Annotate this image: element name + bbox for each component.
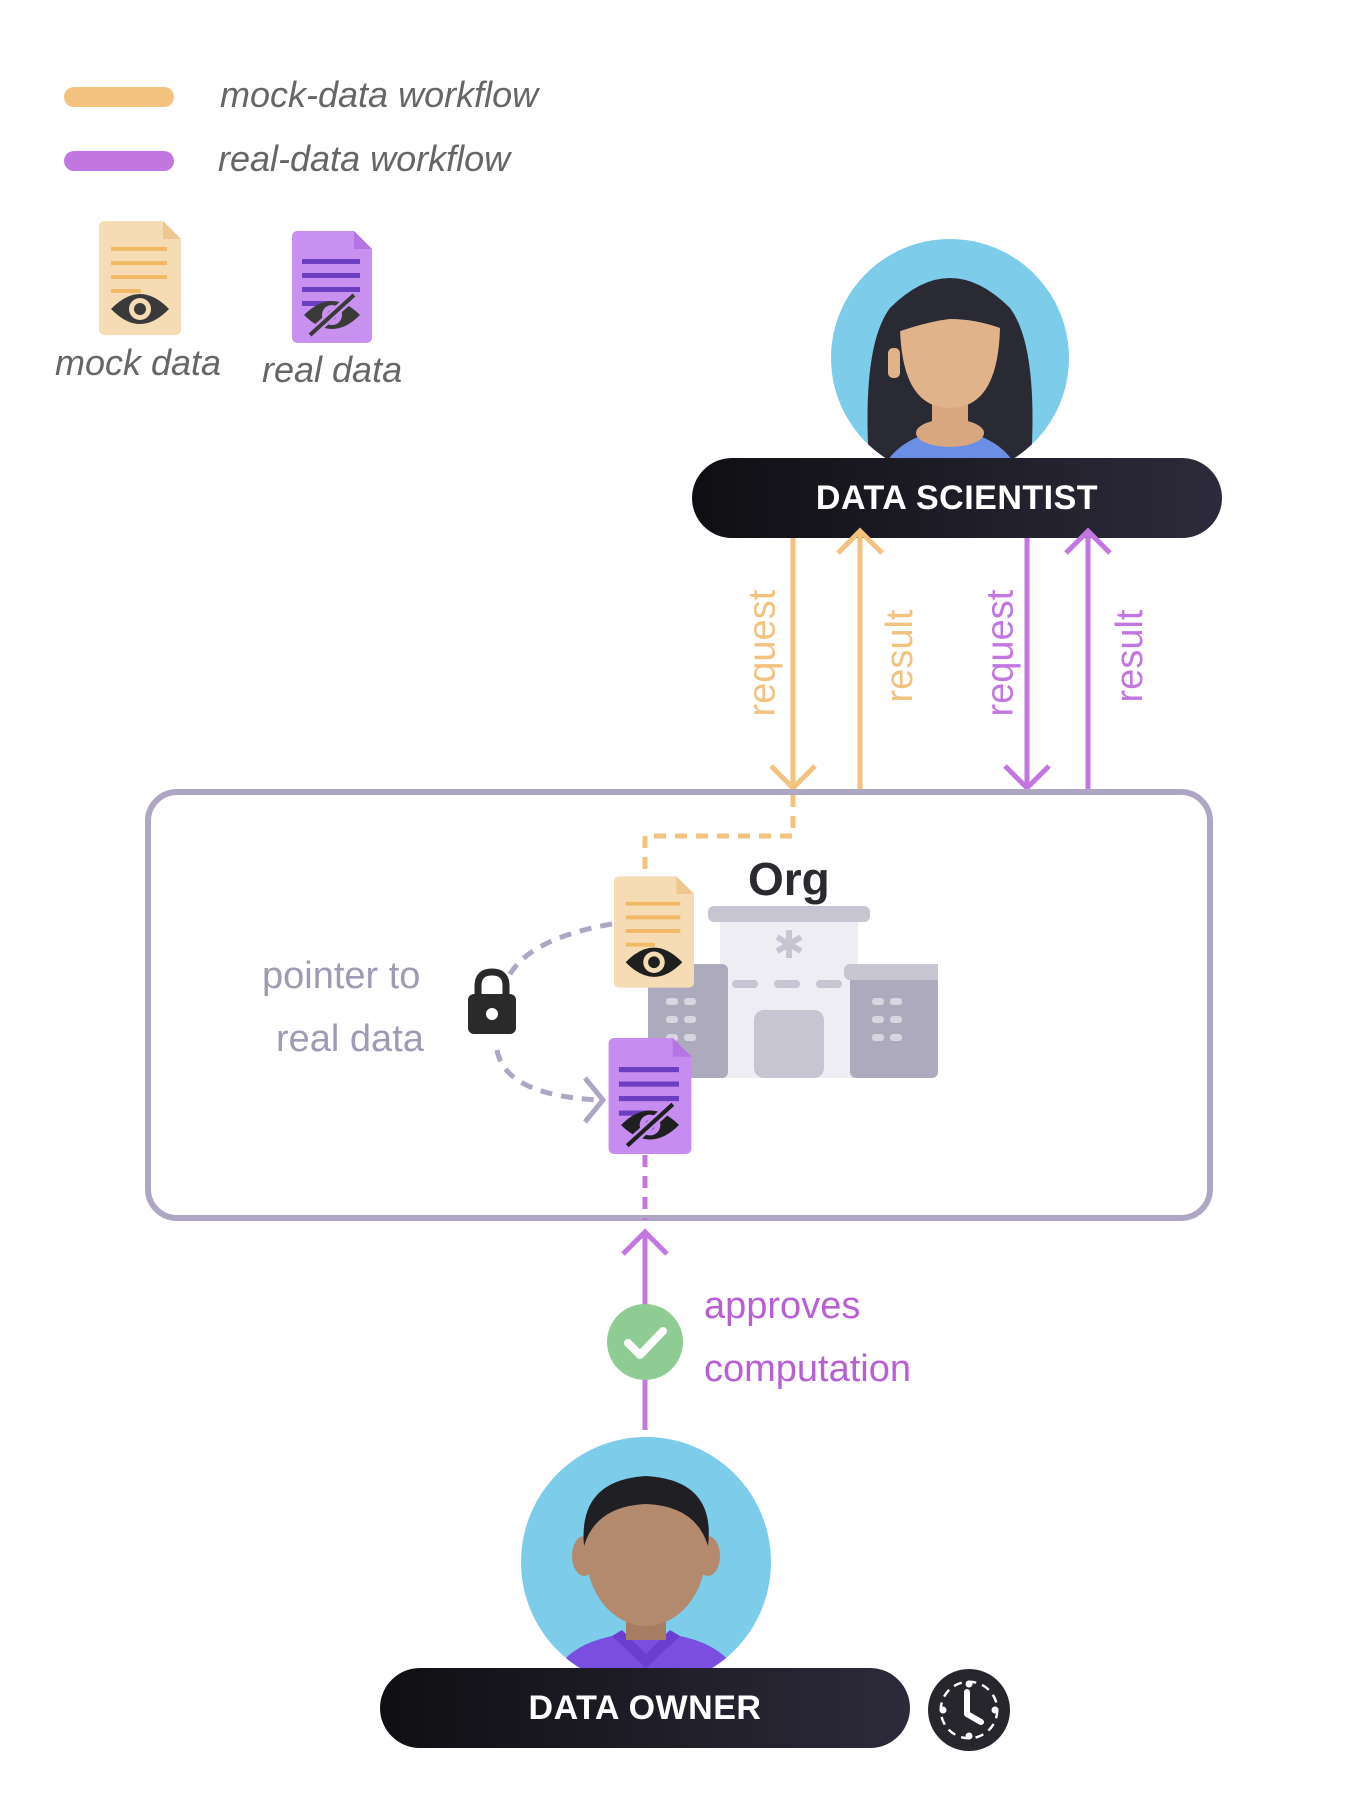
- mock-workflow-swatch: [64, 87, 174, 107]
- building-icon: ✱: [648, 906, 938, 1078]
- data-scientist-badge: DATA SCIENTIST: [692, 458, 1222, 538]
- pointer-label-line1: pointer to: [262, 955, 421, 997]
- org-title: Org: [748, 853, 830, 905]
- org-mock-document-eye-icon: [614, 876, 694, 988]
- real-request-arrow: [1003, 538, 1051, 792]
- real-document-eye-slash-icon: [292, 231, 372, 343]
- data-owner-badge: DATA OWNER: [380, 1668, 910, 1748]
- check-circle-icon: [607, 1304, 683, 1380]
- approval-label-line1: approves: [704, 1285, 861, 1327]
- data-owner-label: DATA OWNER: [528, 1688, 762, 1727]
- org-real-document-eye-slash-icon: [608, 1038, 692, 1154]
- lock-icon: [468, 968, 516, 1034]
- mock-workflow-label: mock-data workflow: [220, 74, 539, 115]
- real-data-label: real data: [262, 349, 403, 390]
- real-workflow-label: real-data workflow: [218, 138, 511, 179]
- real-workflow-swatch: [64, 151, 174, 171]
- legend: mock-data workflow real-data workflow mo…: [0, 0, 600, 400]
- mock-data-label: mock data: [55, 342, 222, 383]
- mock-request-arrow: [769, 538, 817, 792]
- clock-icon: [928, 1669, 1010, 1751]
- real-result-arrow: [1064, 527, 1112, 792]
- svg-text:✱: ✱: [773, 923, 805, 967]
- mock-result-arrow: [836, 527, 884, 792]
- approval-label-line2: computation: [704, 1348, 912, 1390]
- data-scientist-label: DATA SCIENTIST: [815, 478, 1099, 517]
- mock-document-eye-icon: [99, 221, 181, 335]
- pointer-label-line2: real data: [276, 1018, 424, 1060]
- data-owner-avatar: [521, 1437, 771, 1687]
